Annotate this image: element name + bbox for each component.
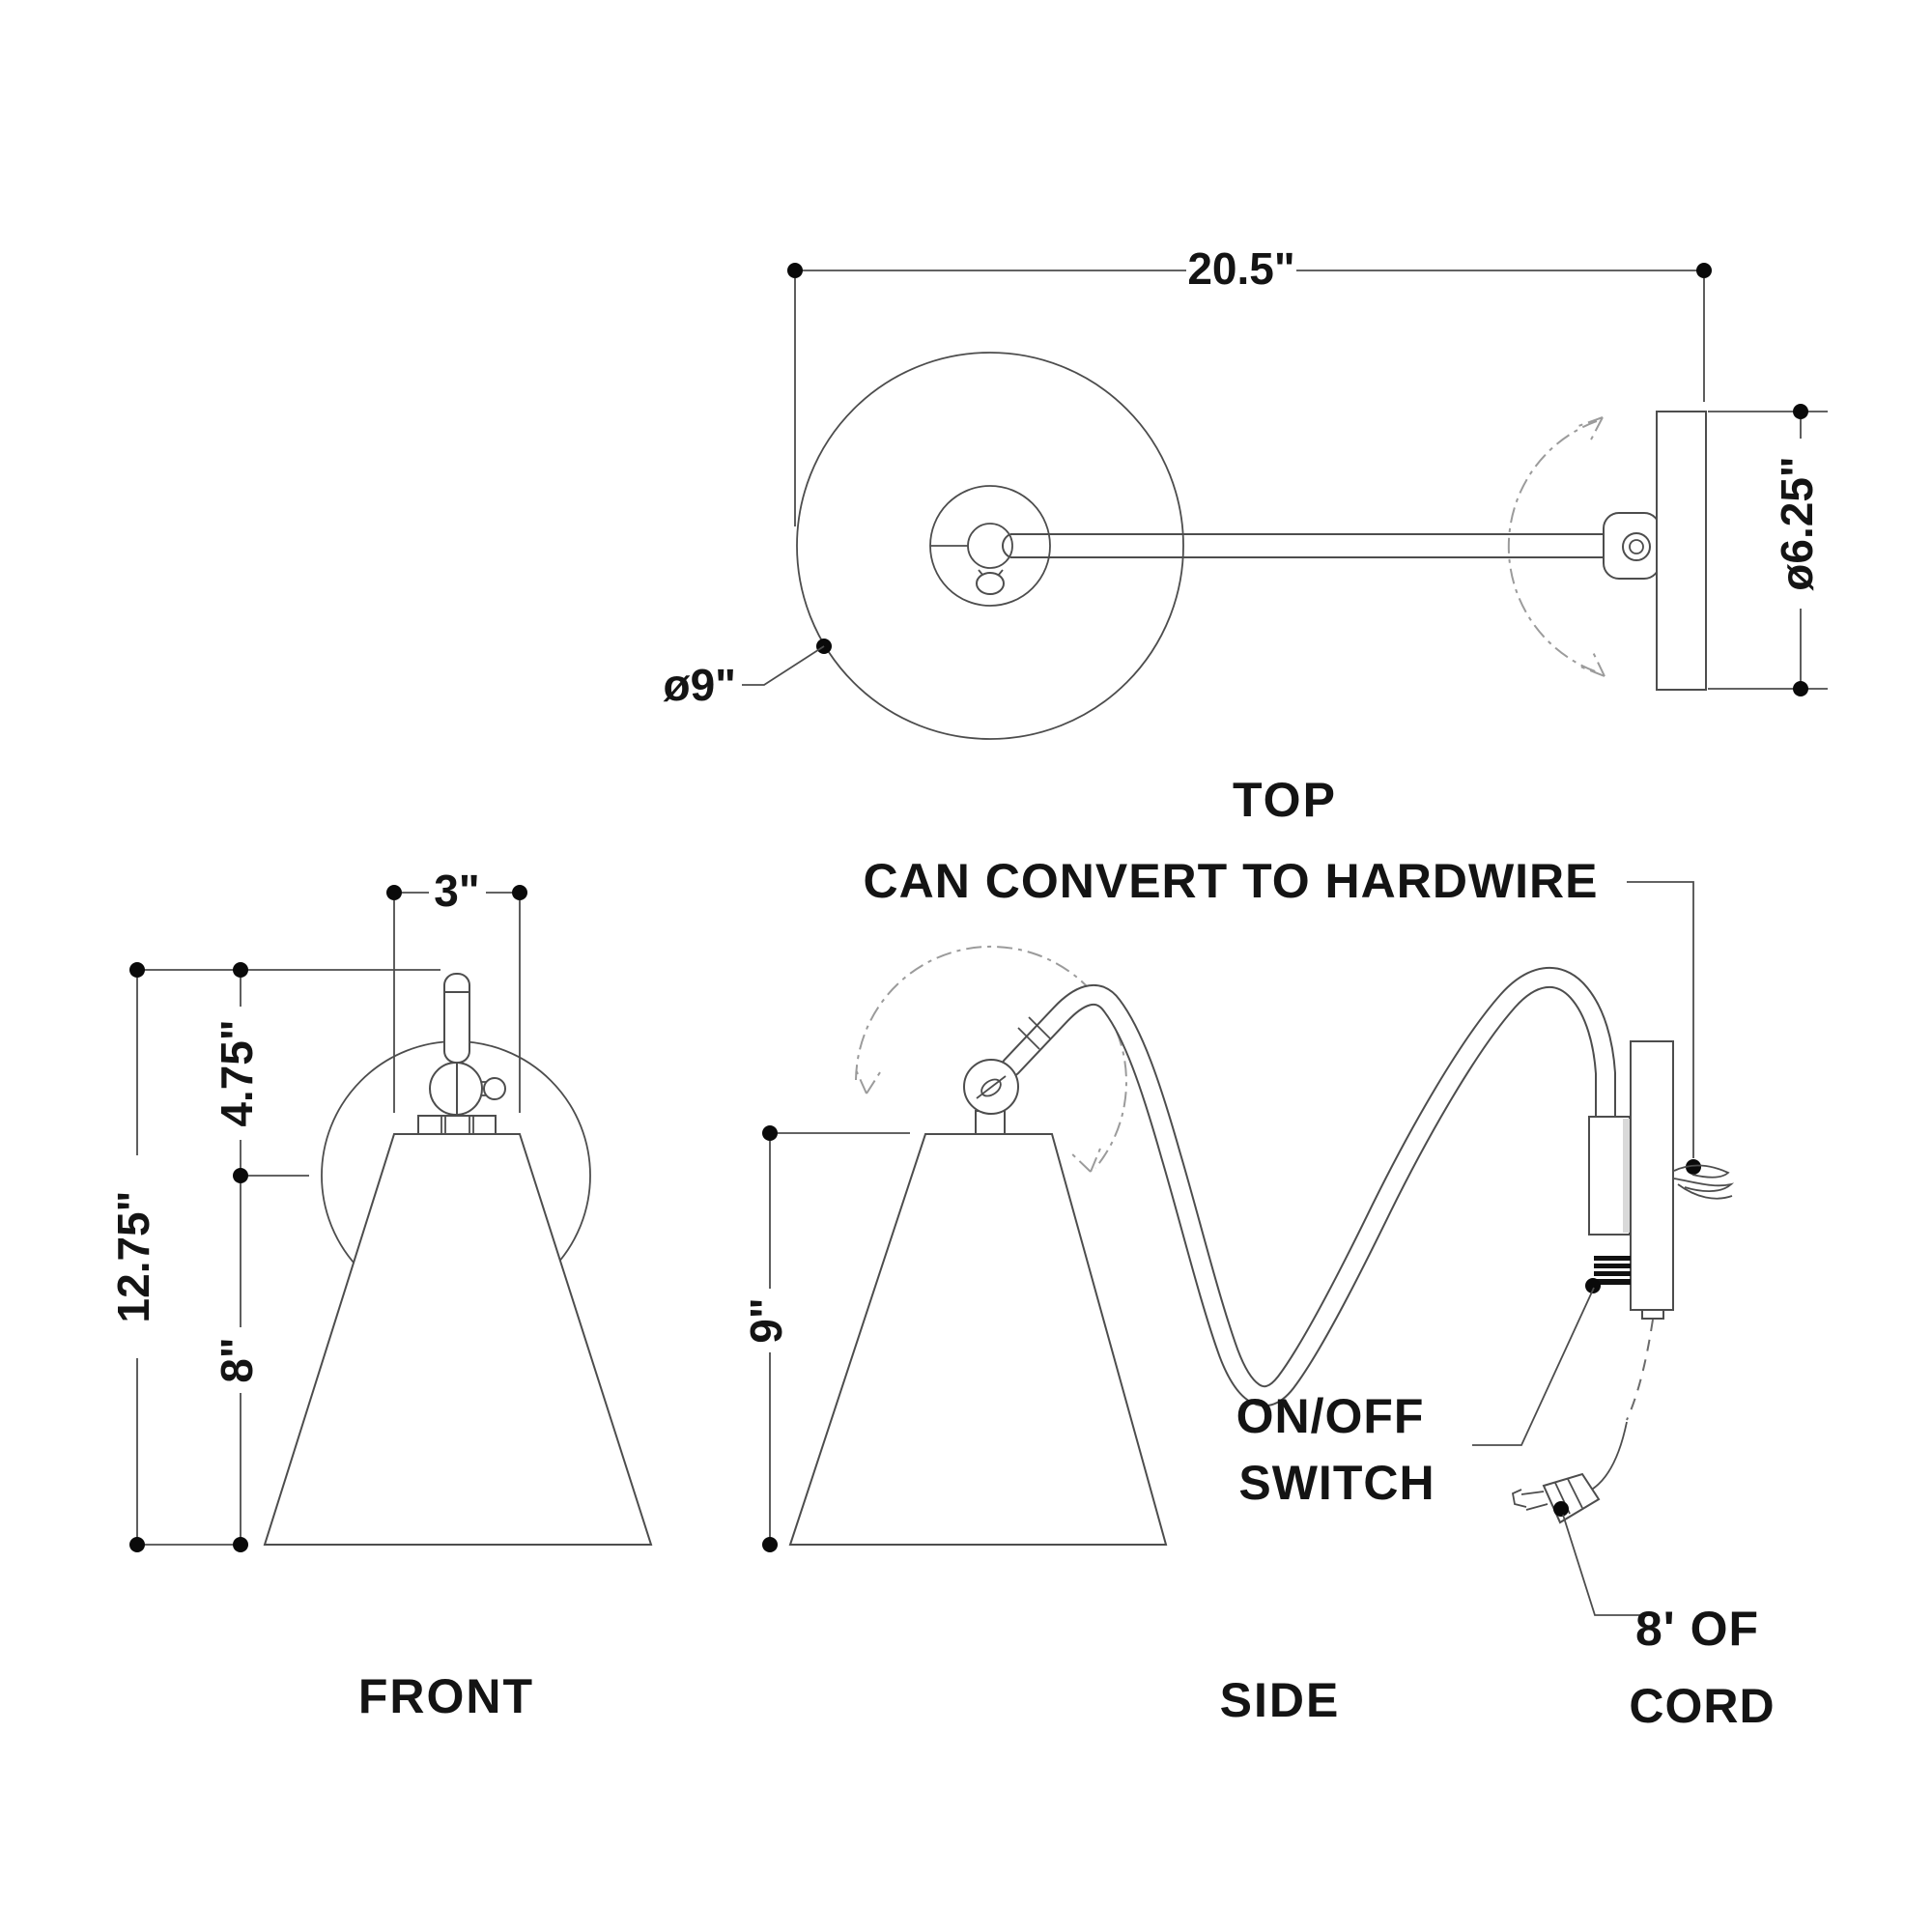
cord-label: 8' OF CORD (1562, 1514, 1775, 1733)
front-view-label: FRONT (358, 1669, 534, 1723)
cord-label-line2: CORD (1629, 1679, 1775, 1733)
switch-label: ON/OFF SWITCH (1236, 1287, 1595, 1510)
thumbscrew-front (483, 1077, 506, 1100)
dim-overall-width-text: 20.5" (1187, 243, 1294, 294)
stem-front (443, 973, 470, 1064)
side-view: CAN CONVERT TO HARDWIRE 9 (741, 854, 1775, 1733)
dim-shade-height-text: 8" (212, 1337, 262, 1382)
switch-gap-shade (1623, 1119, 1631, 1233)
dim-shade-diameter-text: ø9" (664, 660, 737, 710)
shade-top-outline (796, 352, 1184, 740)
ball-joint-side (963, 1059, 1019, 1135)
backplate-top (1656, 411, 1707, 691)
dim-shade-depth: 9" (741, 1125, 910, 1552)
switch-label-line2: SWITCH (1238, 1456, 1435, 1510)
dim-overall-height-text: 12.75" (108, 1191, 158, 1323)
backplate-side (1630, 1040, 1674, 1311)
top-view: 20.5" (664, 243, 1828, 827)
mount-bar (417, 1115, 497, 1135)
arm-top (1002, 533, 1633, 558)
cord-label-line1: 8' OF (1635, 1602, 1759, 1656)
dim-backplate: ø6.25" (1708, 404, 1828, 696)
dim-overall-width: 20.5" (787, 243, 1712, 526)
socket-hub (967, 523, 1013, 569)
hardwire-leader (1627, 881, 1694, 1158)
dim-backplate-text: ø6.25" (1772, 456, 1822, 590)
dim-shade-depth-text: 9" (741, 1297, 791, 1343)
swivel-arc-side (853, 945, 1127, 1173)
top-view-label: TOP (1233, 773, 1337, 827)
dim-top-width: 3" (386, 866, 527, 1113)
switch-label-line1: ON/OFF (1236, 1389, 1425, 1443)
gooseneck-arm (1001, 966, 1616, 1407)
plug (1511, 1472, 1601, 1524)
cord-strain-relief (1585, 1256, 1631, 1293)
dim-top-width-text: 3" (434, 866, 479, 916)
side-view-label: SIDE (1220, 1673, 1341, 1727)
hardwire-note: CAN CONVERT TO HARDWIRE (864, 854, 1599, 908)
pivot-outer (1622, 532, 1651, 561)
dim-upper-height-text: 4.75" (212, 1019, 262, 1126)
front-view: 3" 12.75" 4.75" 8" (108, 866, 653, 1723)
dim-shade-diameter: ø9" (664, 639, 832, 710)
pivot-inner (1629, 539, 1644, 554)
power-cord (1589, 1319, 1654, 1492)
thumbscrew-top (976, 572, 1005, 595)
dim-heights: 12.75" 4.75" 8" (108, 962, 440, 1552)
swivel-arc-top (1507, 416, 1605, 677)
hardwire-leads (1673, 1159, 1735, 1200)
plate-nub (1641, 1309, 1664, 1320)
shade-side (788, 1133, 1168, 1546)
shade-front (263, 1133, 653, 1546)
swivel-front (417, 973, 506, 1135)
